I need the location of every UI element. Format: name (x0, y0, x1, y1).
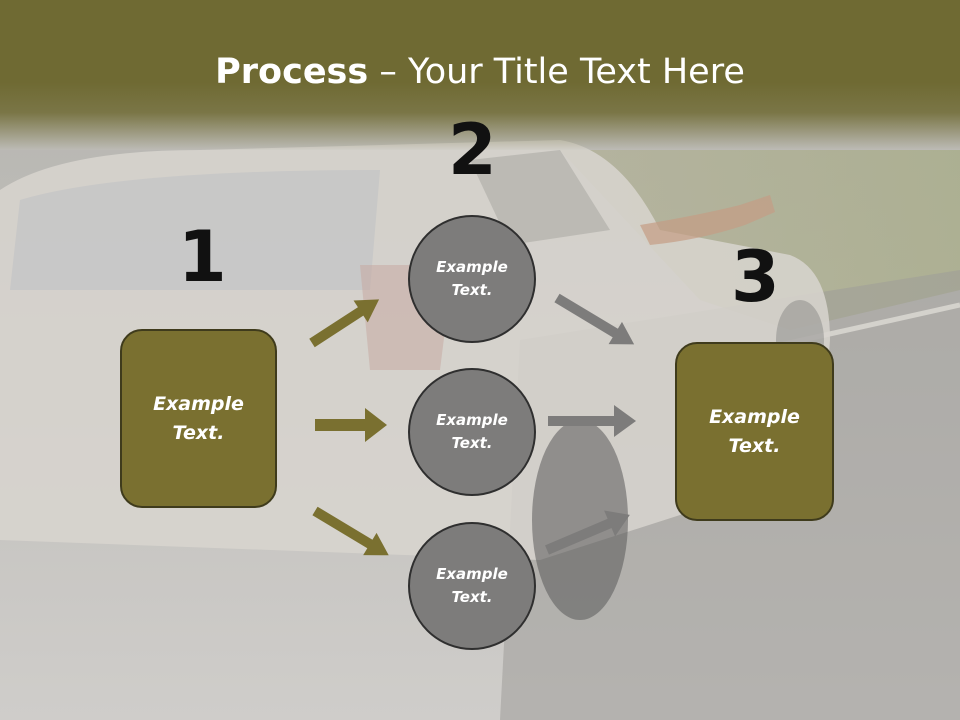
step-number-1: 1 (178, 216, 227, 298)
step-2-label-bottom: Example Text. (436, 565, 508, 606)
step-2-label-top: Example Text. (436, 258, 508, 299)
step-number-2: 2 (448, 109, 497, 191)
step-2-label-middle: Example Text. (436, 411, 508, 452)
slide-title: Process – Your Title Text Here (0, 52, 960, 92)
arrow-bottom-to-3 (545, 510, 630, 555)
step-1-box: Example Text. (120, 329, 277, 508)
title-bold: Process (215, 52, 369, 92)
step-1-label: Example Text. (153, 392, 244, 444)
step-number-3: 3 (731, 236, 780, 318)
step-2-circle-middle: Example Text. (408, 368, 536, 496)
arrow-1-to-top (309, 299, 380, 348)
title-band (0, 0, 960, 150)
step-2-circle-top: Example Text. (408, 215, 536, 343)
arrow-middle-to-3 (548, 405, 636, 437)
arrow-top-to-3 (554, 293, 635, 345)
arrow-1-to-bottom (312, 506, 389, 556)
arrow-1-to-middle (315, 408, 387, 442)
step-3-box: Example Text. (675, 342, 834, 521)
step-2-circle-bottom: Example Text. (408, 522, 536, 650)
step-3-label: Example Text. (709, 405, 800, 457)
title-rest: – Your Title Text Here (368, 52, 745, 92)
